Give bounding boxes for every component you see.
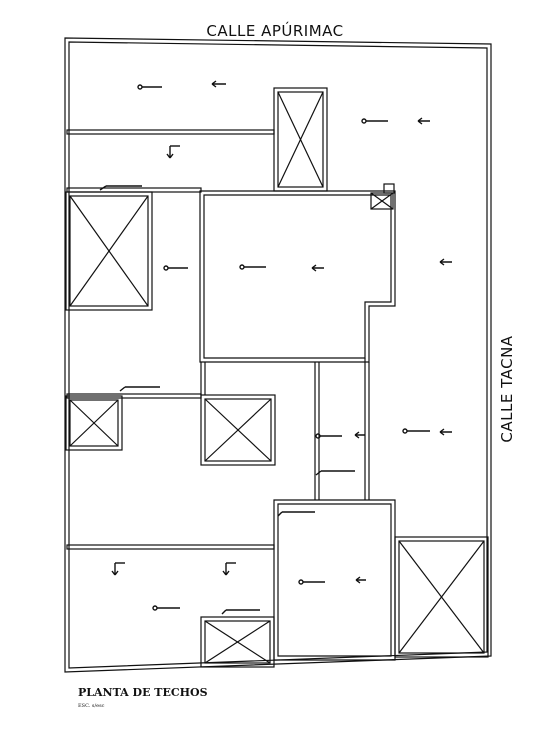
- divider-left-lower: [66, 544, 275, 550]
- light-well-bottom-right: [394, 536, 489, 658]
- light-well-bottom: [200, 616, 275, 668]
- central-block: [199, 190, 396, 363]
- room-top-left: [66, 129, 275, 135]
- light-well-small: [370, 192, 394, 210]
- room-left-band: [66, 187, 202, 193]
- site-boundary-inner: [68, 41, 488, 669]
- site-boundary-outer: [64, 37, 492, 673]
- light-well-left-lower: [65, 395, 123, 451]
- plan-title: PLANTA DE TECHOS: [78, 686, 208, 699]
- light-well-left: [65, 191, 153, 311]
- lower-center-block: [273, 499, 396, 661]
- plan-scale: ESC. s/esc: [78, 703, 105, 709]
- street-label-top: CALLE APÚRIMAC: [206, 22, 344, 40]
- light-well-center: [200, 394, 276, 466]
